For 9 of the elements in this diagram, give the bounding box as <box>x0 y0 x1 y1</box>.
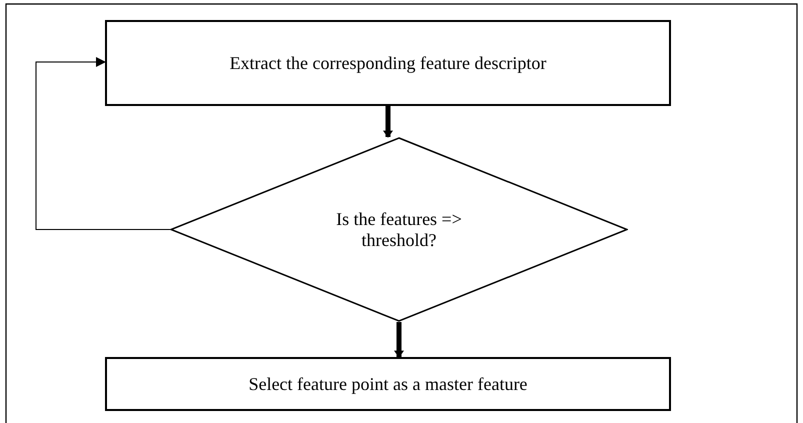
step-text: Extract the corresponding feature descriptor <box>230 52 546 74</box>
process-box <box>105 20 671 106</box>
arrow <box>383 106 393 138</box>
step-text: Select feature point as a master feature <box>248 374 528 394</box>
decision-question: Is the features => threshold? <box>335 208 463 250</box>
arrow <box>394 322 404 358</box>
arrow <box>36 57 170 230</box>
process-box <box>105 357 671 411</box>
decision-diamond <box>170 137 628 322</box>
